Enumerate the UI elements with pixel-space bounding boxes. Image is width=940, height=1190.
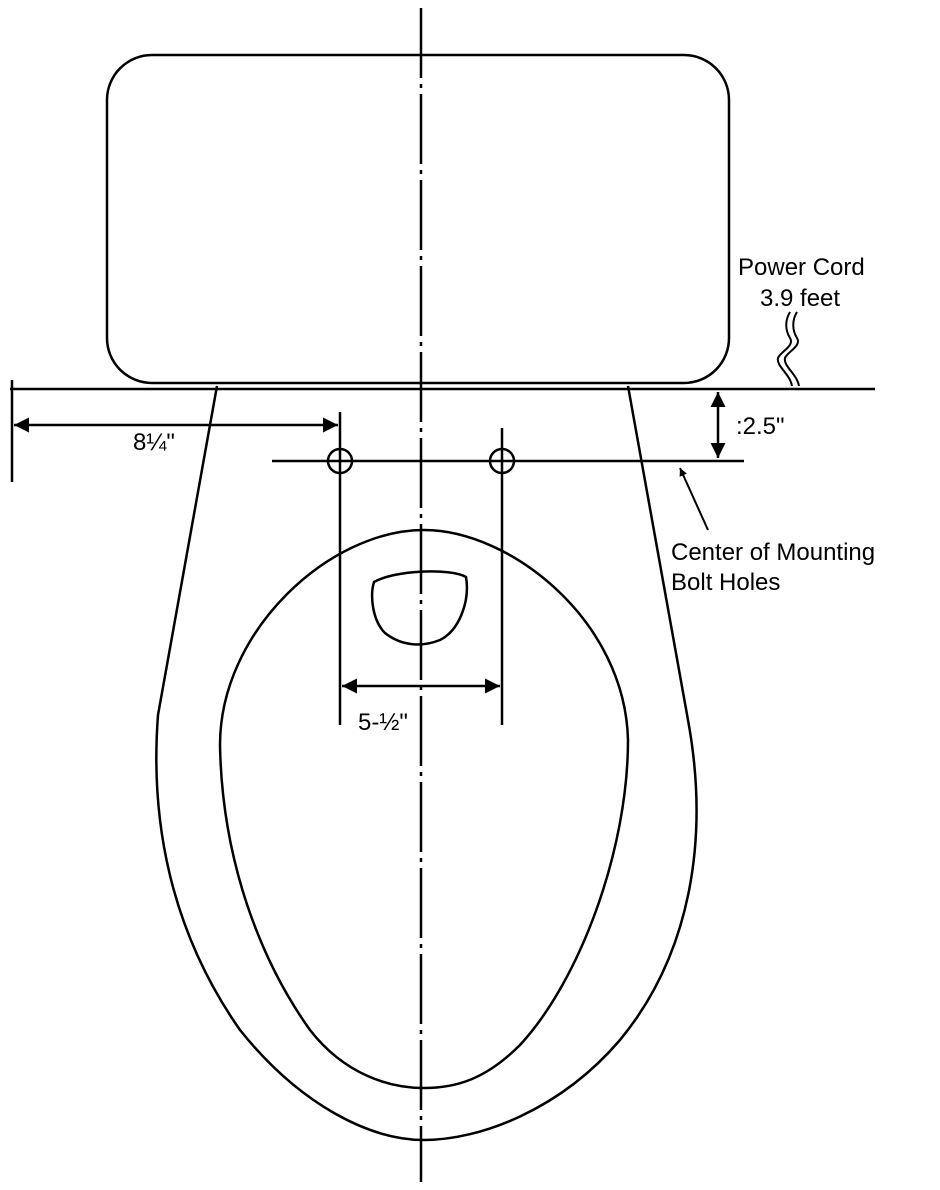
bowl-outer-outline	[155, 385, 698, 1142]
tank-outline	[105, 53, 731, 385]
dim-left-label: 8¼"	[133, 429, 175, 456]
power-cord-label-line1: Power Cord	[738, 254, 865, 281]
power-cord-label-line2: 3.9 feet	[760, 285, 840, 312]
dim-height-label: :2.5"	[736, 413, 785, 440]
bolt-holes-label-line1: Center of Mounting	[671, 539, 875, 566]
bolt-holes-callout-arrow	[679, 467, 709, 531]
seat-opening-outline	[218, 528, 630, 1090]
right-bolt-hole-icon	[488, 428, 516, 725]
dim-spacing-label: 5-½"	[358, 709, 408, 736]
left-bolt-hole-icon	[326, 412, 354, 725]
nozzle-outline	[370, 570, 469, 646]
bolt-holes-label-line2: Bolt Holes	[671, 569, 780, 596]
power-cord-icon	[776, 311, 800, 387]
